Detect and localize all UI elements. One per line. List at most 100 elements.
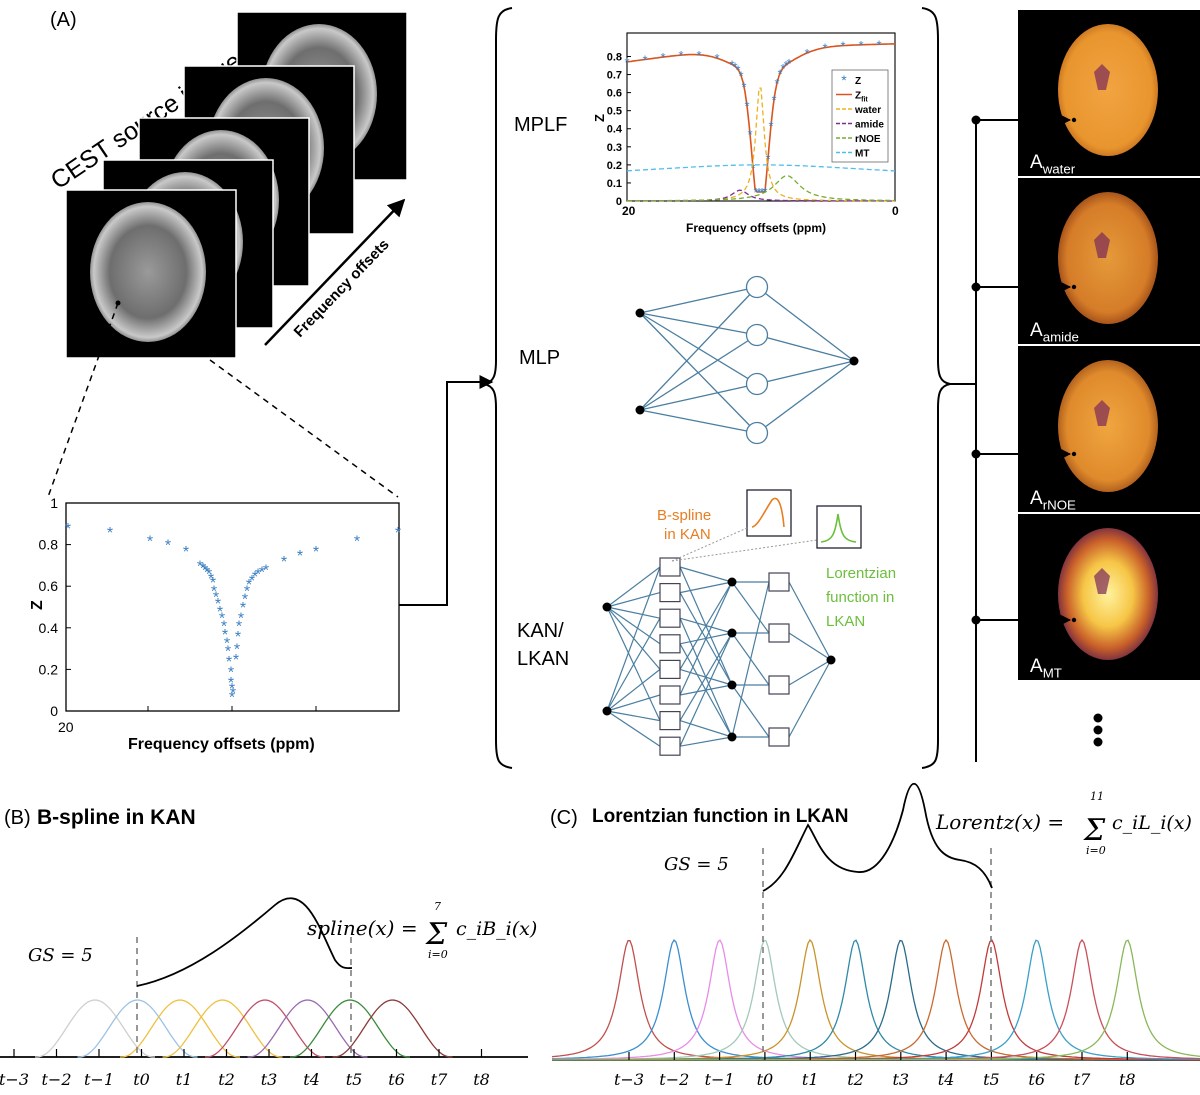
mplf-legend-label: rNOE: [855, 134, 881, 145]
z-spectrum-point: *: [242, 592, 248, 609]
z-spectrum-point: *: [234, 642, 240, 659]
mplf-xlabel: Frequency offsets (ppm): [686, 221, 826, 235]
mplf-data-point: *: [756, 185, 761, 200]
mplf-ytick-label: 0.1: [607, 178, 622, 190]
panel-c-tick-label: t0: [757, 1070, 774, 1089]
z-spectrum-point: *: [210, 575, 216, 592]
frequency-offsets-arrow: [264, 198, 406, 346]
panel-b-tick-label: t−2: [41, 1070, 71, 1089]
z-spectrum-ytick-label: 0.8: [39, 537, 59, 553]
z-spectrum-point: *: [211, 583, 217, 600]
kan-edge: [788, 659, 832, 686]
panel-b-tick-label: t6: [388, 1070, 405, 1089]
mplf-data-point: *: [783, 58, 788, 73]
kan-edge: [679, 736, 733, 747]
bspline-basis-curve: [35, 999, 155, 1058]
panel-b-tick-label: t8: [473, 1070, 490, 1089]
z-spectrum-point: *: [249, 573, 255, 590]
bspline-basis-curve: [290, 999, 410, 1058]
kan-input-node: [602, 706, 612, 716]
output-map-ventricle: [1094, 232, 1110, 258]
panel-c-tick-label: t1: [802, 1070, 819, 1089]
bspline-sum-curve: [136, 897, 353, 987]
z-spectrum-point: *: [200, 560, 206, 577]
z-spectrum-xtick: 20: [58, 719, 74, 735]
method-label-lkan: LKAN: [517, 648, 569, 670]
lorentzian-sum-curve: [762, 783, 993, 892]
mplf-data-point: *: [747, 127, 752, 142]
lorentzian-basis-curve: [552, 939, 1200, 1061]
map-voxel-marker: [1071, 617, 1077, 623]
mlp-edge: [756, 360, 855, 434]
kan-hidden-node: [727, 732, 737, 742]
lorentzian-basis-curve: [551, 939, 1200, 1061]
lorentz-note-line2: function in: [826, 589, 894, 606]
map-tap-node: [971, 282, 981, 292]
output-map-brain: [1058, 528, 1158, 660]
z-spectrum-point: *: [246, 577, 252, 594]
output-map-brain: [1058, 24, 1158, 156]
mplf-data-point: *: [768, 118, 773, 133]
mplf-data-point: *: [780, 61, 785, 76]
bspline-note-line2: in KAN: [664, 526, 711, 543]
bspline-note-line1: B-spline: [657, 507, 711, 524]
panel-c-sum-sign: Σ: [1083, 813, 1106, 848]
z-spectrum-point: *: [183, 544, 189, 561]
zoom-line-left: [47, 302, 119, 498]
panel-c-label: (C): [550, 807, 578, 829]
output-map-ventricle: [1094, 400, 1110, 426]
kan-edge: [606, 710, 661, 722]
kan-edge: [606, 668, 661, 712]
mplf-axes: [626, 32, 896, 202]
panel-c-tick-label: t−3: [614, 1070, 644, 1089]
mplf-data-point: *: [678, 48, 683, 63]
mplf-ytick-label: 0.7: [607, 70, 622, 82]
kan-activation-box: [659, 659, 681, 680]
kan-edge: [606, 606, 661, 645]
mlp-input-node: [635, 405, 645, 415]
z-spectrum-ylabel: Z: [29, 600, 46, 610]
mplf-data-point: *: [744, 99, 749, 114]
mplf-data-point: *: [858, 38, 863, 53]
kan-network-diagram: [602, 557, 836, 756]
mplf-data-point: *: [741, 80, 746, 95]
mplf-data-point: *: [624, 55, 629, 70]
lorentzian-basis-curve: [552, 938, 1200, 1061]
kan-edge: [606, 606, 661, 670]
mlp-edge: [639, 383, 758, 411]
lorentz-note-line1: Lorentzian: [826, 565, 896, 582]
mplf-legend-box: [831, 69, 889, 163]
z-spectrum-point: *: [221, 619, 227, 636]
output-map-brain: [1058, 192, 1158, 324]
z-spectrum-point: *: [215, 596, 221, 613]
mplf-legend-label: water: [854, 105, 881, 116]
mplf-ylabel: Z: [592, 114, 607, 122]
brain-slice: [90, 202, 206, 342]
z-spectrum-point: *: [219, 610, 225, 627]
plot-to-methods-connector: [399, 375, 494, 606]
mplf-data-point: *: [774, 76, 779, 91]
inset-pointer-1: [671, 527, 748, 562]
mplf-ytick-label: 0.3: [607, 142, 622, 154]
kan-edge: [606, 606, 661, 619]
mplf-legend-label: Z: [855, 76, 861, 87]
kan-activation-box: [768, 623, 790, 643]
mlp-edge: [756, 286, 855, 362]
kan-edge: [606, 710, 661, 747]
mplf-data-point: *: [729, 57, 734, 72]
mplf-ytick-label: 0.4: [607, 124, 623, 136]
kan-edge: [788, 632, 832, 661]
z-spectrum-ytick-label: 0.2: [39, 661, 59, 677]
mplf-ytick-label: 0: [616, 196, 622, 208]
panel-c-tick-label: t7: [1074, 1070, 1091, 1089]
panel-b-tick-label: t−1: [84, 1070, 114, 1089]
z-spectrum-point: *: [226, 654, 232, 671]
z-spectrum-ytick-label: 1: [50, 495, 58, 511]
panel-b-formula-rhs: c_iB_i(x): [456, 918, 537, 940]
mplf-data-point: *: [696, 48, 701, 63]
z-spectrum-point: *: [147, 533, 153, 550]
panel-c-sum-upper: 11: [1090, 790, 1104, 803]
z-spectrum-point: *: [297, 548, 303, 565]
mlp-edge: [639, 409, 758, 434]
